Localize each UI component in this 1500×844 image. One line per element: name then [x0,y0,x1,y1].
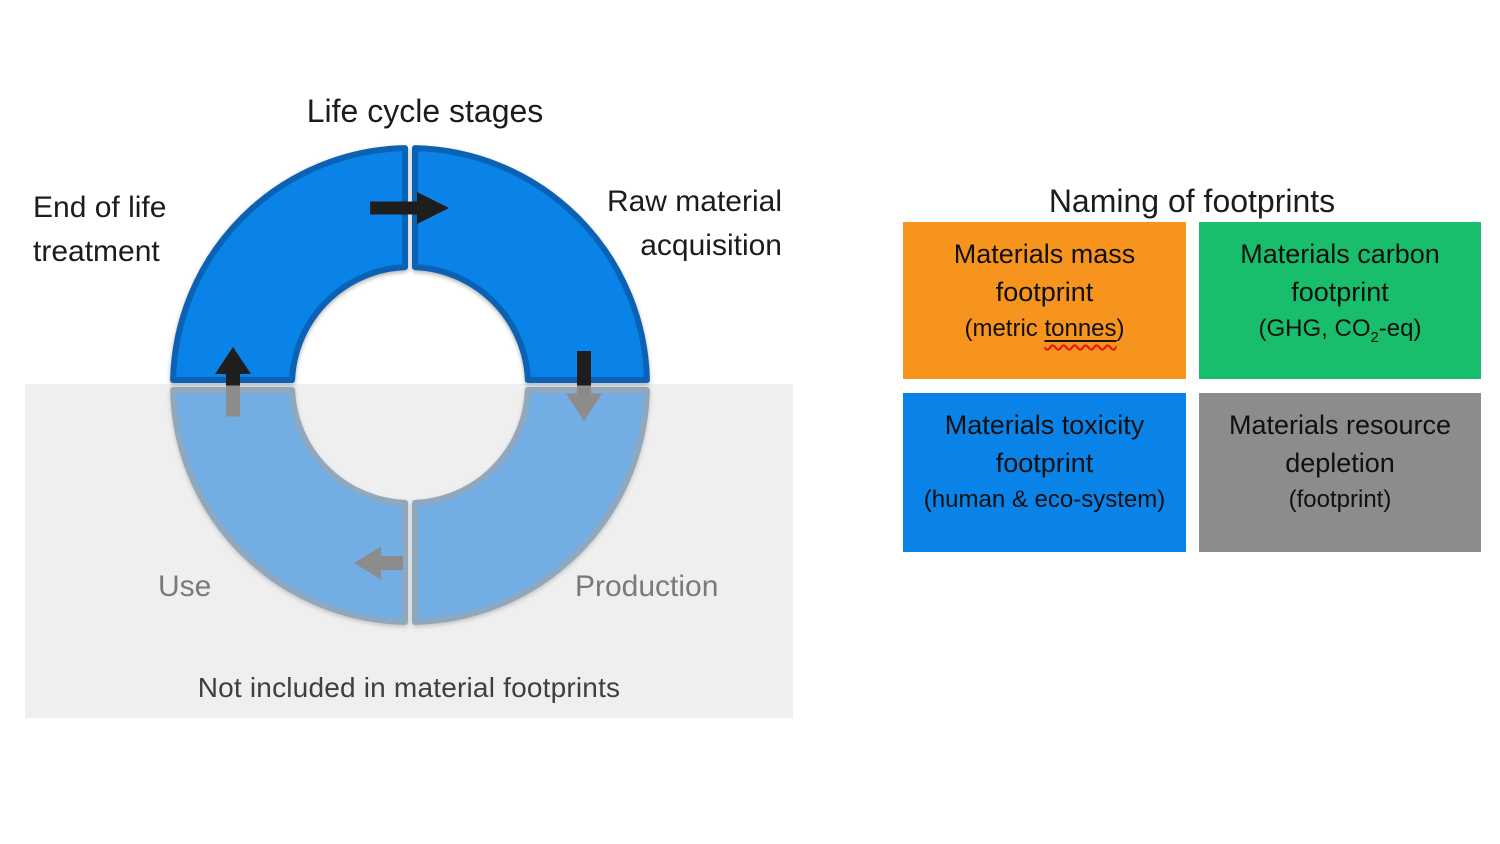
legend-box-carbon-detail-suffix: -eq) [1378,315,1422,342]
legend-box-carbon-detail-prefix: (GHG, CO [1258,315,1371,342]
stage-label-raw-material: Raw material acquisition [500,180,782,268]
segment-raw-material [412,145,650,383]
legend-title: Naming of footprints [1048,183,1336,219]
legend-box-carbon: Materials carbon footprint (GHG, CO2-eq) [1199,222,1481,379]
legend-grid: Materials mass footprint (metric tonnes)… [903,222,1481,552]
legend-box-mass-detail-prefix: (metric [964,315,1045,342]
stage-label-production: Production [575,570,719,603]
legend-box-carbon-name-line1: Materials carbon [1240,239,1440,269]
arrow-use-to-eol-dark-icon [215,347,251,386]
legend-box-mass-detail-suffix: ) [1116,315,1125,342]
legend-box-toxicity: Materials toxicity footprint (human & ec… [903,393,1186,552]
life-cycle-donut [170,145,650,625]
segment-production [412,387,650,625]
legend-box-resource-depletion-name-line2: depletion [1285,448,1395,478]
segment-end-of-life [170,145,408,383]
excluded-note: Not included in material footprints [197,672,621,703]
stage-label-end-of-life-line1: End of life [33,191,167,224]
arrow-eol-to-raw-icon [370,192,449,224]
legend-box-toxicity-detail: (human & eco-system) [923,486,1166,513]
legend-box-mass-detail: (metric tonnes) [903,311,1186,347]
legend-box-mass: Materials mass footprint (metric tonnes) [903,222,1186,379]
arrow-use-to-eol-gray-icon [226,385,240,417]
legend-box-mass-name-line1: Materials mass [953,239,1136,269]
legend-box-resource-depletion-name-line1: Materials resource [1228,410,1452,440]
legend-box-mass-detail-underlined-wrap: tonnes [1044,315,1116,342]
stage-label-raw-material-line2: acquisition [640,229,782,262]
stage-label-raw-material-line1: Raw material [606,185,782,218]
arrow-raw-to-production-gray-icon [566,385,602,421]
legend-box-mass-name-line2: footprint [995,277,1094,307]
segment-use [170,387,408,625]
life-cycle-title: Life cycle stages [306,93,544,129]
stage-label-end-of-life: End of life treatment [33,186,166,274]
legend-box-resource-depletion-detail: (footprint) [1288,486,1392,513]
legend-box-carbon-detail: (GHG, CO2-eq) [1199,311,1481,356]
excluded-region: Not included in material footprints [25,384,793,718]
legend-box-carbon-detail-subscript: 2 [1370,329,1379,346]
legend-box-toxicity-name-line1: Materials toxicity [944,410,1145,440]
stage-label-use: Use [158,570,212,603]
legend-box-toxicity-name-line2: footprint [995,448,1094,478]
stage-label-end-of-life-line2: treatment [33,235,160,268]
legend-box-carbon-name-line2: footprint [1291,277,1389,307]
arrow-raw-to-production-dark-icon [577,351,591,386]
legend-box-resource-depletion: Materials resource depletion (footprint) [1199,393,1481,552]
arrow-production-to-use-icon [354,546,403,580]
legend-box-mass-detail-underlined: tonnes [1044,315,1117,342]
